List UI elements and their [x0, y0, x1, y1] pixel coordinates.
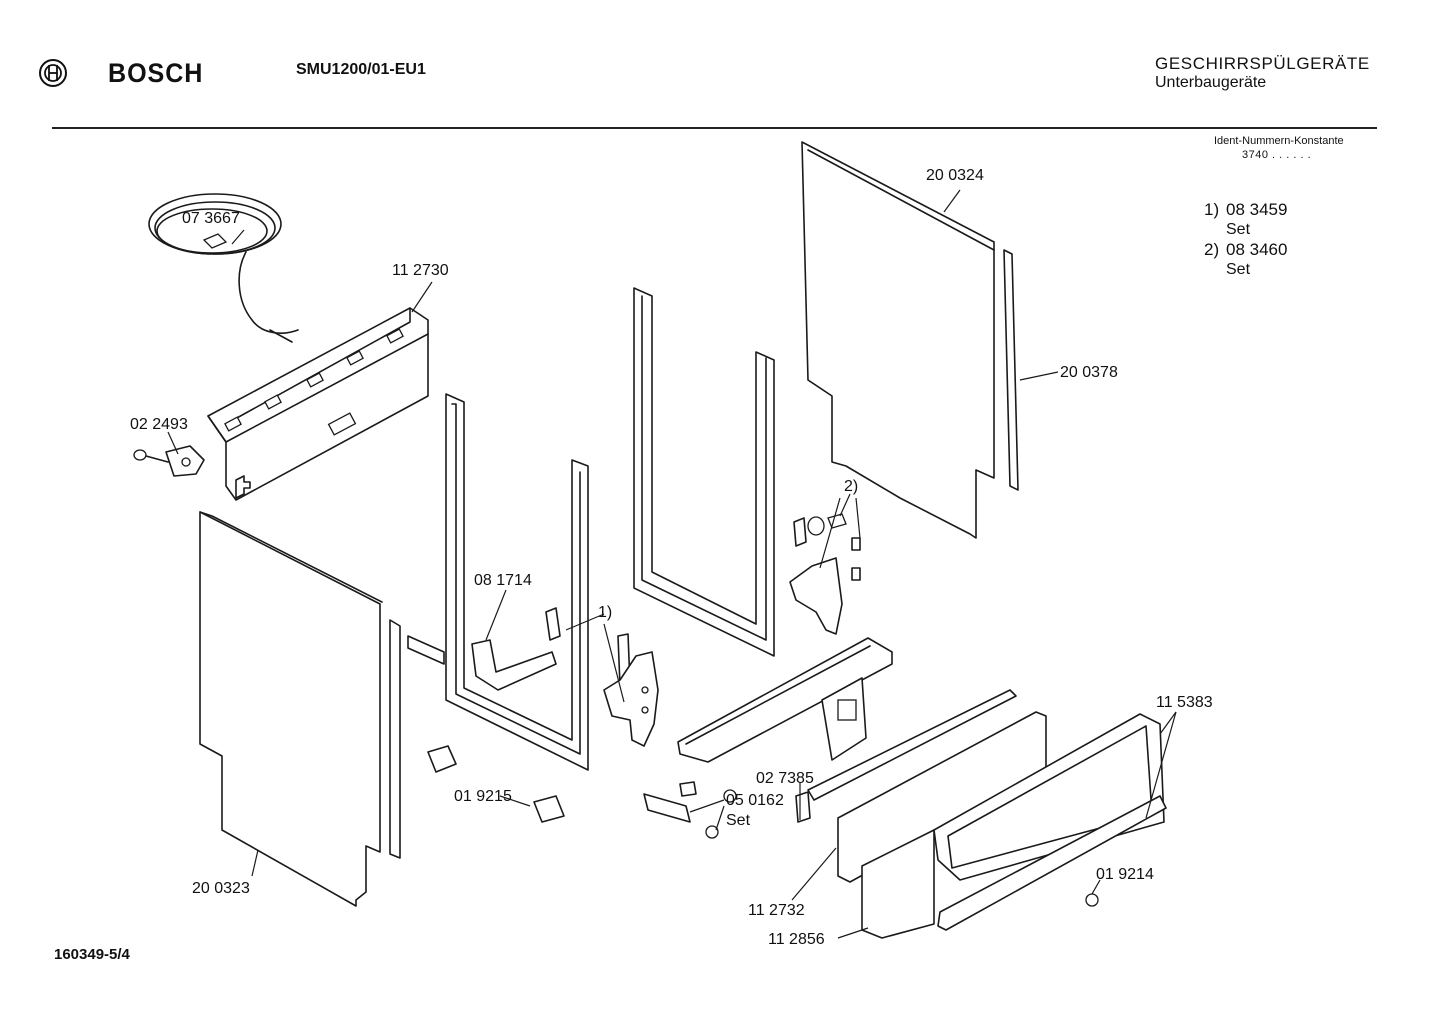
part-label-112856: 11 2856	[768, 931, 825, 948]
part-label-019214: 01 9214	[1096, 866, 1154, 883]
part-label-112732: 11 2732	[748, 902, 805, 919]
note-1-number: 08 3459	[1226, 200, 1288, 219]
power-cord-part	[148, 193, 299, 343]
part-label-115383: 11 5383	[1156, 694, 1213, 711]
part-label-200323: 20 0323	[192, 880, 250, 897]
part-label-200324: 20 0324	[926, 167, 984, 184]
note-2-marker: 2)	[1204, 240, 1220, 259]
hinge-assembly-2-part	[789, 513, 861, 635]
model-number: SMU1200/01-EU1	[296, 61, 426, 78]
part-label-200378: 20 0378	[1060, 364, 1118, 381]
note-1-marker: 1)	[1204, 200, 1220, 219]
category-title: GESCHIRRSPÜLGERÄTE	[1155, 54, 1370, 73]
inner-door-frame-part	[633, 287, 775, 657]
small-clip-parts	[643, 781, 811, 839]
side-panel-left-part	[199, 511, 401, 907]
hinge-bracket-part	[471, 607, 561, 691]
part-label-note2: 2)	[844, 478, 859, 495]
door-seal-frame-part	[407, 393, 589, 771]
screw-bracket-part	[133, 445, 205, 477]
part-label-050162-set: Set	[726, 812, 751, 829]
rear-panel-part	[801, 141, 995, 539]
front-panel-parts	[807, 689, 1167, 939]
ident-value: 3740 . . . . . .	[1242, 149, 1312, 161]
note-1-sub: Set	[1226, 221, 1251, 238]
part-label-019215: 01 9215	[454, 788, 512, 805]
side-strip-part	[1003, 249, 1019, 491]
note-2-number: 08 3460	[1226, 240, 1288, 259]
part-label-050162: 05 0162	[726, 792, 784, 809]
header-divider	[52, 127, 1377, 129]
connector-parts	[427, 745, 565, 823]
part-label-081714: 08 1714	[474, 572, 532, 589]
document-id: 160349-5/4	[54, 946, 130, 963]
top-rail-part	[207, 307, 429, 501]
base-rail-part	[677, 637, 893, 763]
part-label-027385: 02 7385	[756, 770, 814, 787]
leader-lines	[167, 189, 1177, 939]
part-label-note1: 1)	[598, 604, 613, 621]
part-label-022493: 02 2493	[130, 416, 188, 433]
part-label-112730: 11 2730	[392, 262, 449, 279]
ident-label: Ident-Nummern-Konstante	[1214, 135, 1344, 147]
part-label-073667: 07 3667	[182, 210, 240, 227]
bosch-logo-icon	[39, 59, 67, 87]
category-subtitle: Unterbaugeräte	[1155, 74, 1267, 91]
hinge-assembly-1-part	[603, 633, 659, 747]
brand-name: BOSCH	[108, 58, 204, 88]
note-2-sub: Set	[1226, 261, 1251, 278]
